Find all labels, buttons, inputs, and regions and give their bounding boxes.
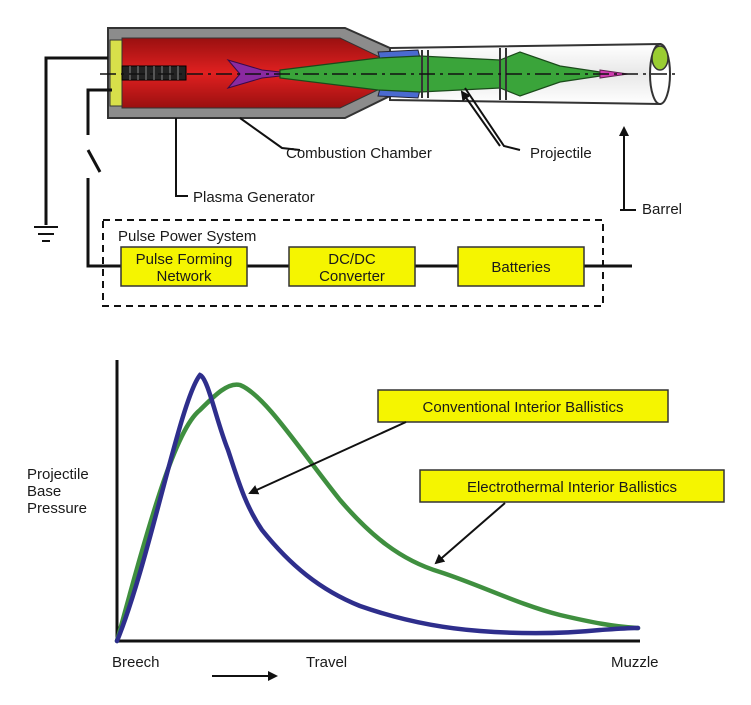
callout-electrothermal-label: Electrothermal Interior Ballistics [467, 479, 677, 496]
xlabel-travel: Travel [306, 654, 347, 671]
callout-conventional-label: Conventional Interior Ballistics [423, 399, 624, 416]
pressure-chart: Conventional Interior Ballistics Electro… [27, 360, 725, 681]
pulse-power-frame [102, 219, 604, 307]
dcdc-label-line2: Converter [319, 268, 385, 285]
barrel-leader [619, 126, 636, 211]
dcdc-box [288, 246, 416, 287]
ylabel-line2: Base [27, 483, 61, 500]
breech-plug [109, 39, 123, 107]
ground-icon [34, 226, 58, 242]
capillary-rings [129, 66, 179, 80]
callout-electrothermal [419, 469, 725, 503]
callout-conventional [377, 389, 669, 423]
ylabel-line1: Projectile [27, 466, 89, 483]
ylabel-line3: Pressure [27, 500, 87, 517]
pfn-label-line1: Pulse Forming [136, 251, 233, 268]
batteries-label: Batteries [491, 259, 550, 276]
batteries-box [457, 246, 585, 287]
gun-cross-section [100, 27, 680, 119]
barrel-muzzle-ring [651, 45, 669, 71]
pulse-power-title: Pulse Power System [118, 228, 256, 245]
pfn-label-line2: Network [156, 268, 212, 285]
label-projectile: Projectile [530, 145, 592, 162]
projectile-arrow [460, 90, 501, 147]
callout-electrothermal-arrow [434, 502, 506, 565]
curve-conventional [114, 372, 641, 644]
label-barrel: Barrel [642, 201, 682, 218]
electrical-leads [44, 56, 120, 268]
callout-conventional-arrow [248, 421, 407, 495]
gun-leader-lines [175, 87, 521, 197]
xlabel-breech: Breech [112, 654, 160, 671]
curve-electrothermal [114, 382, 641, 644]
xlabel-muzzle: Muzzle [611, 654, 659, 671]
pfn-box [120, 246, 248, 287]
label-plasma-generator: Plasma Generator [193, 189, 315, 206]
label-combustion-chamber: Combustion Chamber [286, 145, 432, 162]
dcdc-label-line1: DC/DC [328, 251, 376, 268]
pulse-power-system: Pulse Power System Pulse Forming Network… [88, 219, 632, 307]
